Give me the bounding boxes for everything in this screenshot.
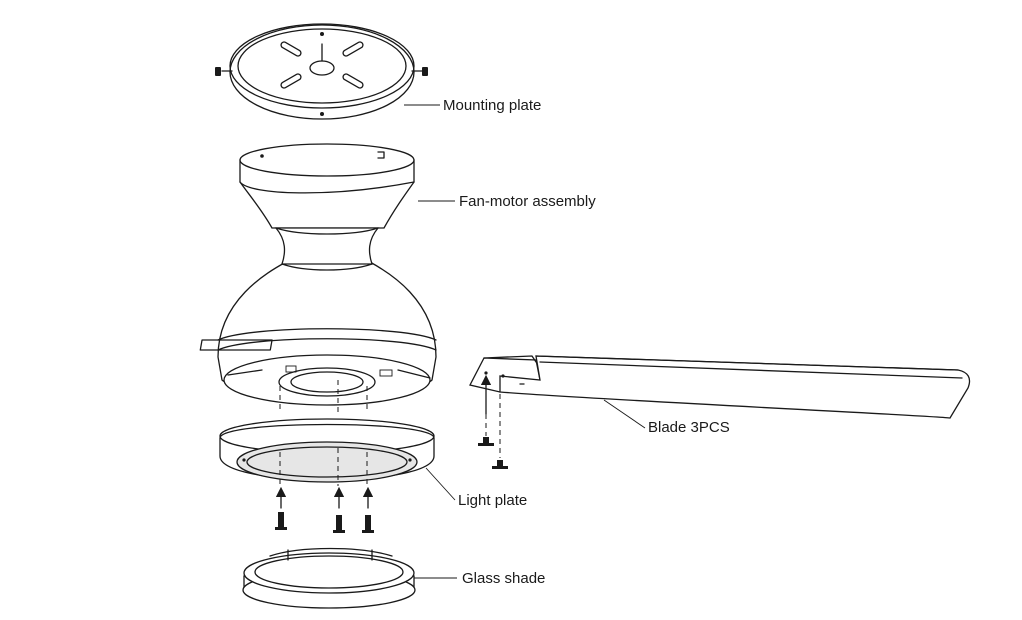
mounting-screw-right [411,67,428,76]
light-plate-screws [275,486,374,533]
label-light-plate: Light plate [458,492,527,509]
mounting-screw-left [215,67,233,76]
leader-lines [404,104,646,579]
label-fan-motor-assembly: Fan-motor assembly [459,193,596,210]
light-plate [219,418,435,486]
label-glass-shade: Glass shade [462,570,545,587]
label-blade: Blade 3PCS [648,419,730,436]
fan-motor-assembly [199,143,437,412]
blade [469,355,971,469]
label-mounting-plate: Mounting plate [443,97,541,114]
glass-shade [242,547,416,609]
mounting-plate [215,23,428,120]
